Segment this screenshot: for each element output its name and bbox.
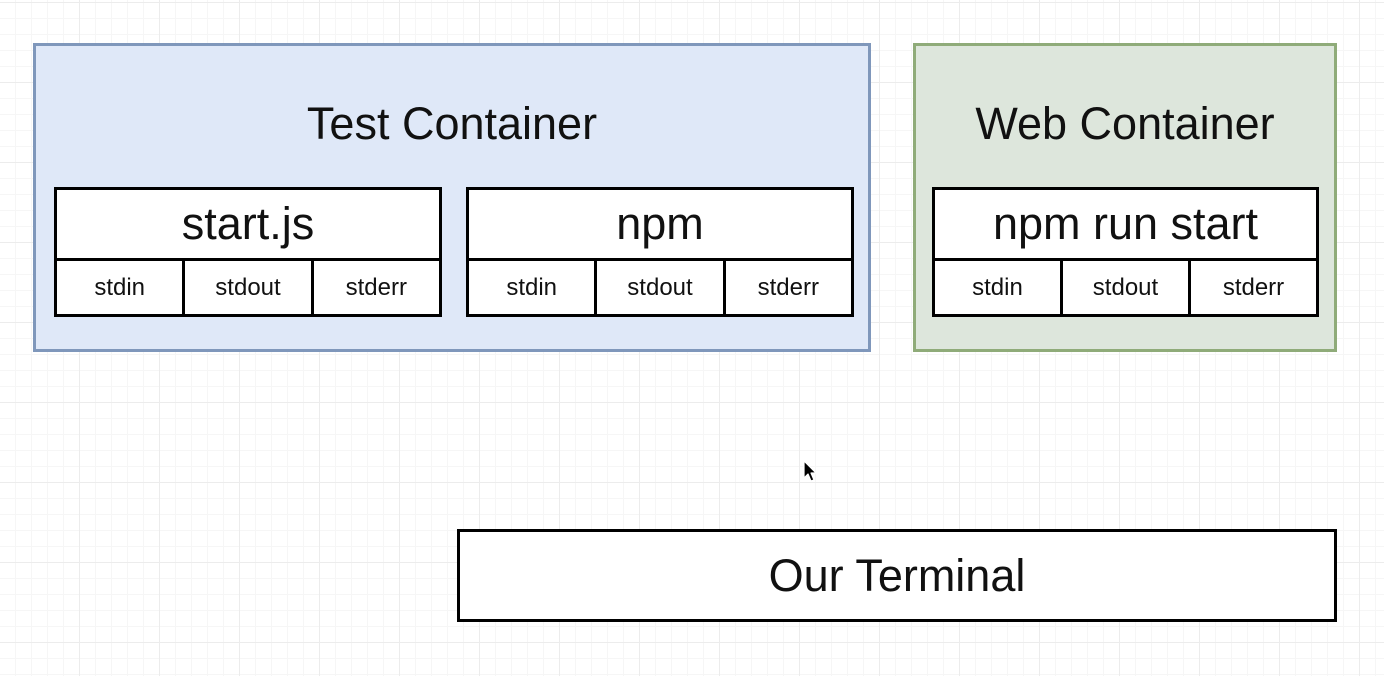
web-container-title: Web Container — [975, 98, 1275, 149]
test-container: Test Container start.js stdin stdout std… — [33, 43, 871, 352]
stdin-stream: stdin — [972, 273, 1023, 301]
stream-row: stdin stdout stderr — [935, 261, 1316, 314]
process-start-js: start.js stdin stdout stderr — [54, 187, 442, 317]
web-container: Web Container npm run start stdin stdout… — [913, 43, 1337, 352]
stdout-stream: stdout — [1060, 261, 1188, 314]
stdout-stream: stdout — [182, 261, 310, 314]
stdin-stream: stdin — [94, 273, 146, 301]
process-npm-run-start: npm run start stdin stdout stderr — [932, 187, 1319, 317]
process-npm: npm stdin stdout stderr — [466, 187, 854, 317]
process-title: npm run start — [935, 190, 1316, 261]
process-title: start.js — [57, 190, 439, 261]
stdout-stream: stdout — [594, 261, 722, 314]
pointer-cursor-icon — [803, 460, 817, 482]
process-title: npm — [469, 190, 851, 261]
stderr-stream: stderr — [310, 261, 439, 314]
stream-row: stdin stdout stderr — [57, 261, 439, 314]
our-terminal: Our Terminal — [457, 529, 1337, 622]
stderr-stream: stderr — [1188, 261, 1316, 314]
stderr-stream: stderr — [722, 261, 851, 314]
stream-row: stdin stdout stderr — [469, 261, 851, 314]
stdin-stream: stdin — [506, 273, 558, 301]
test-container-title: Test Container — [306, 98, 598, 149]
